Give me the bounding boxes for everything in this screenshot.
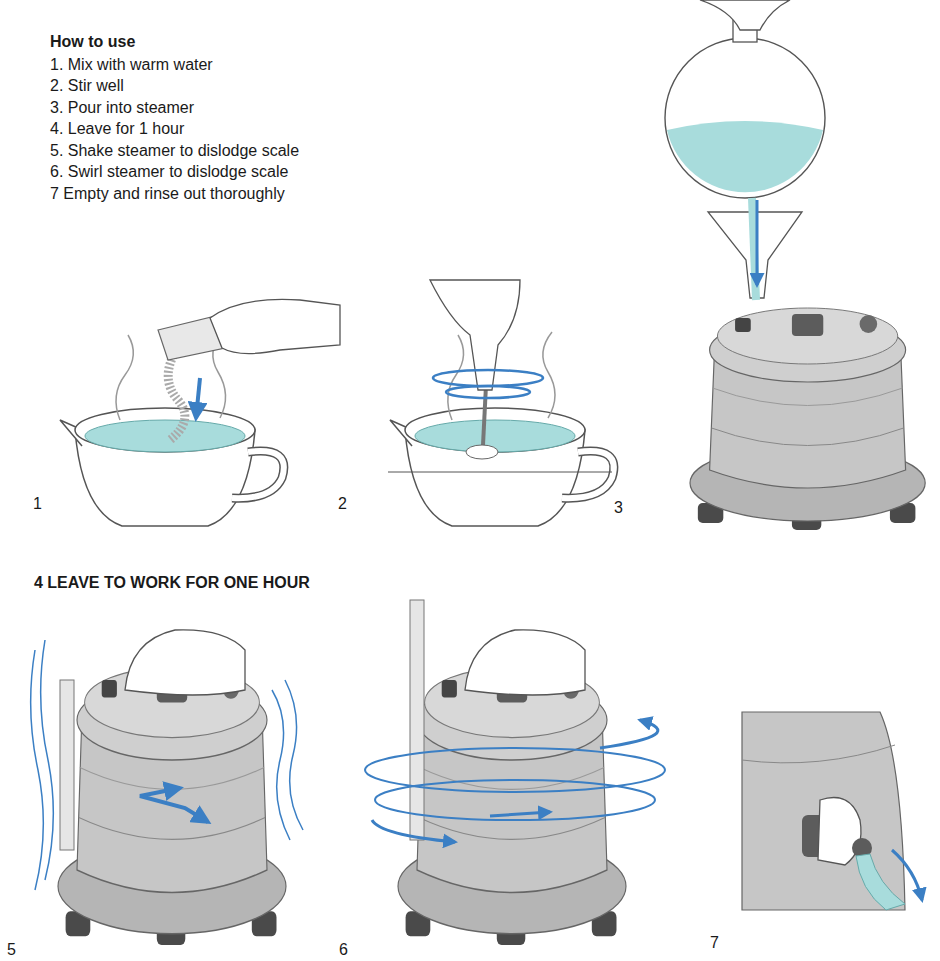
instruction-step: 2. Stir well xyxy=(50,76,124,96)
callout-number: 3 xyxy=(614,498,623,518)
instruction-step: 5. Shake steamer to dislodge scale xyxy=(50,141,299,161)
callout-number: 6 xyxy=(339,940,348,960)
instruction-step: 3. Pour into steamer xyxy=(50,98,194,118)
callout-number: 5 xyxy=(7,940,16,960)
callout-number: 2 xyxy=(338,494,347,514)
steamer xyxy=(398,668,626,946)
instruction-step: 1. Mix with warm water xyxy=(50,55,213,75)
steamer xyxy=(690,308,925,530)
heading: How to use xyxy=(50,32,135,52)
callout-number: 1 xyxy=(33,494,42,514)
instruction-step: 7 Empty and rinse out thoroughly xyxy=(50,184,285,204)
instruction-step: 6. Swirl steamer to dislodge scale xyxy=(50,162,288,182)
instruction-step: 4. Leave for 1 hour xyxy=(50,119,184,139)
panel-heading: 4 LEAVE TO WORK FOR ONE HOUR xyxy=(34,573,310,593)
jug xyxy=(60,408,284,526)
callout-number: 7 xyxy=(710,933,719,953)
jug xyxy=(390,408,614,526)
steamer xyxy=(58,668,286,946)
